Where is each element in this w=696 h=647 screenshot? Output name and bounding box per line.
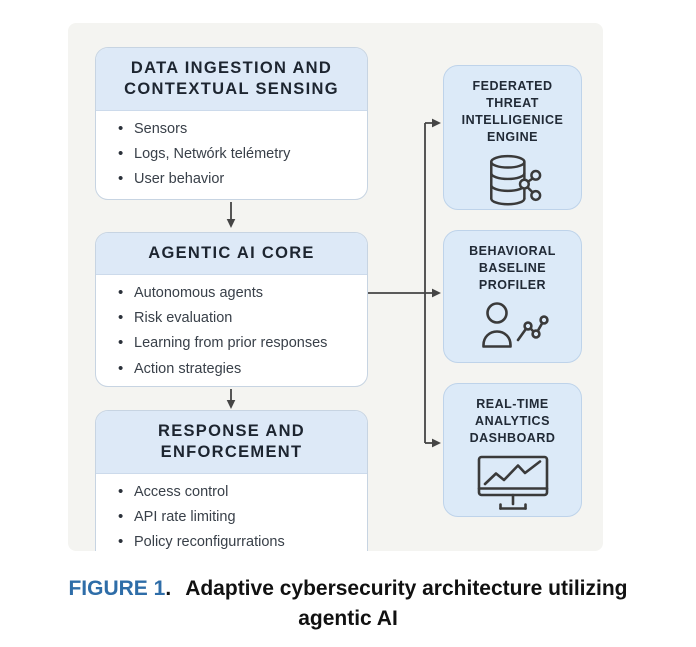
figure-caption: FIGURE 1. Adaptive cybersecurity architec… — [0, 574, 696, 635]
service-box-title: BEHAVIORAL BASELINE PROFILER — [469, 244, 556, 292]
arrowhead-right-mid — [432, 288, 441, 298]
flow-box-title: RESPONSE AND ENFORCEMENT — [96, 411, 367, 474]
flow-box-list: Sensors Logs, Netwórk telémetry User beh… — [96, 111, 367, 199]
list-item: User behavior — [118, 171, 357, 187]
list-item: Action strategies — [118, 361, 357, 377]
figure-number-period: . — [165, 577, 172, 600]
flow-box-title: AGENTIC AI CORE — [96, 233, 367, 275]
list-item: Access control — [118, 484, 357, 500]
caption-text: Adaptive cybersecurity architecture util… — [185, 577, 628, 600]
list-item: Autonomous agents — [118, 285, 357, 301]
figure-number-label: FIGURE 1 — [68, 577, 166, 600]
flow-box-data-ingestion: DATA INGESTION AND CONTEXTUAL SENSING Se… — [95, 47, 368, 200]
database-share-icon — [489, 154, 541, 206]
list-item: Learning from prior responses — [118, 335, 357, 351]
flow-box-list: Access control API rate limiting Policy … — [96, 474, 367, 551]
flow-arrows — [226, 118, 441, 448]
flow-box-title: DATA INGESTION AND CONTEXTUAL SENSING — [96, 48, 367, 111]
service-box-title: REAL-TIME ANALYTICS DASHBOARD — [469, 397, 556, 445]
service-box-title: FEDERATED THREAT INTELLIGENICE ENGINE — [461, 79, 564, 144]
caption-line-1: FIGURE 1. Adaptive cybersecurity architec… — [0, 574, 696, 604]
service-box-analytics-dashboard: REAL-TIME ANALYTICS DASHBOARD — [443, 383, 582, 517]
list-item: API rate limiting — [118, 509, 357, 525]
flow-box-response-enforcement: RESPONSE AND ENFORCEMENT Access control … — [95, 410, 368, 551]
caption-line-2: agentic AI — [298, 607, 398, 631]
list-item: Sensors — [118, 121, 357, 137]
list-item: Policy reconfigurrations — [118, 534, 357, 550]
arrowhead-down-2 — [226, 400, 236, 409]
person-analytics-icon — [481, 302, 549, 348]
arrowhead-right-bottom — [432, 438, 441, 448]
arrowhead-down-1 — [226, 219, 236, 228]
list-item: Risk evaluation — [118, 310, 357, 326]
flow-box-agentic-ai-core: AGENTIC AI CORE Autonomous agents Risk e… — [95, 232, 368, 387]
diagram-panel: DATA INGESTION AND CONTEXTUAL SENSING Se… — [68, 23, 603, 551]
arrowhead-right-top — [432, 118, 441, 128]
service-box-threat-engine: FEDERATED THREAT INTELLIGENICE ENGINE — [443, 65, 582, 210]
flow-box-list: Autonomous agents Risk evaluation Learni… — [96, 275, 367, 386]
service-box-baseline-profiler: BEHAVIORAL BASELINE PROFILER — [443, 230, 582, 363]
list-item: Logs, Netwórk telémetry — [118, 146, 357, 162]
monitor-chart-icon — [477, 455, 548, 510]
